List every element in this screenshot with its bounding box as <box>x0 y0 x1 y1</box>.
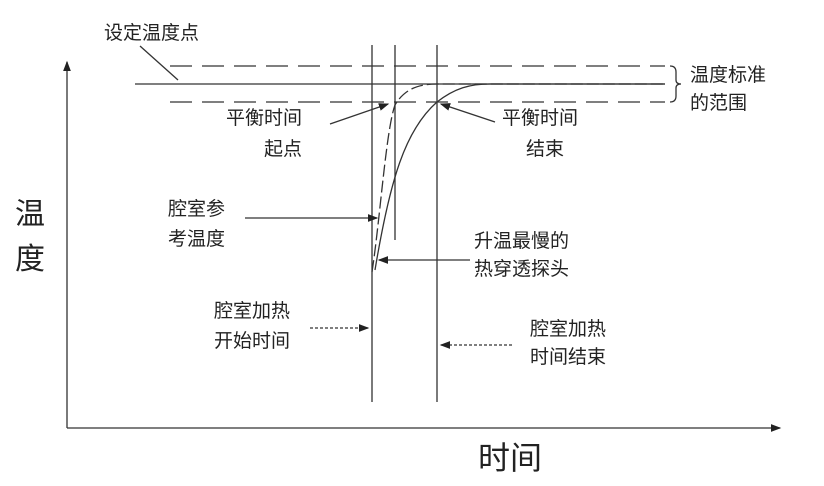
range-label-2: 的范围 <box>690 92 748 114</box>
chamber-reference-curve <box>371 83 665 273</box>
y-axis-label-1: 温 <box>15 197 45 232</box>
eq-start-label-2: 起点 <box>264 138 303 160</box>
heat-start-label-2: 开始时间 <box>214 330 291 352</box>
y-axis-label-2: 度 <box>15 242 45 277</box>
probe-label-1: 升温最慢的 <box>474 230 570 252</box>
setpoint-label: 设定温度点 <box>104 22 200 44</box>
eq-end-label-1: 平衡时间 <box>502 107 579 129</box>
eq-end-label-2: 结束 <box>526 138 565 160</box>
range-brace <box>669 65 682 103</box>
heat-end-label-1: 腔室加热 <box>530 318 607 340</box>
eq-start-label-1: 平衡时间 <box>226 107 303 129</box>
probe-label-2: 热穿透探头 <box>474 258 570 280</box>
setpoint-leader <box>139 45 179 81</box>
ref-label-1: 腔室参 <box>168 198 226 220</box>
eq-start-arrow <box>329 103 390 125</box>
heat-end-label-2: 时间结束 <box>530 346 607 368</box>
slowest-probe-curve <box>374 83 665 271</box>
range-label-1: 温度标准 <box>690 64 767 86</box>
eq-end-arrow <box>439 103 496 123</box>
x-axis-label: 时间 <box>478 439 543 477</box>
heat-start-label-1: 腔室加热 <box>214 300 291 322</box>
ref-label-2: 考温度 <box>168 228 226 250</box>
